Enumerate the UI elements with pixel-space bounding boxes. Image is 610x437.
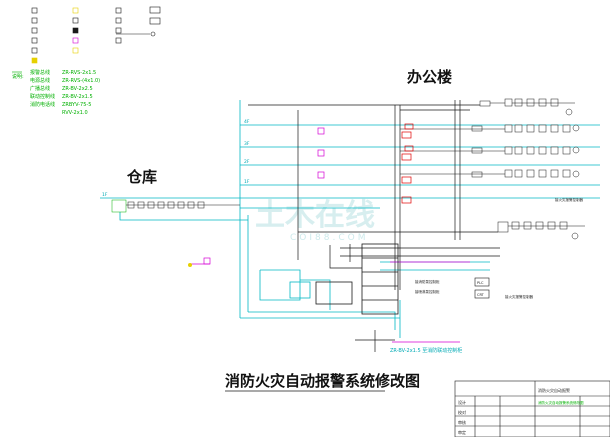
riser-lines bbox=[248, 100, 500, 352]
device-row-4f bbox=[479, 98, 575, 116]
title-block-row: 校对 bbox=[458, 409, 466, 415]
right-panels: PLC CRT bbox=[474, 277, 490, 299]
legend-item-cable: ZR-BV-2x2.5 bbox=[62, 86, 93, 92]
device-row-lower-right bbox=[497, 221, 585, 240]
panel-label: PLC bbox=[477, 281, 484, 285]
title-block-row: 审定 bbox=[458, 429, 466, 435]
device-row-3f bbox=[400, 124, 580, 133]
legend-item-cable: ZR-RVS-2x1.5 bbox=[62, 70, 96, 76]
legend-item-cable: ZR-BV-2x1.5 bbox=[62, 94, 93, 100]
title-block-drawing-name: 消防火灾自动报警系统修改图 bbox=[538, 400, 584, 405]
annotation: 接火灾报警控制器 bbox=[555, 197, 583, 202]
floor-label: 3F bbox=[244, 141, 250, 147]
floor-labels: 4F 3F 2F 1F 1F bbox=[102, 119, 250, 198]
annotation: 接喷淋泵控制柜 bbox=[415, 289, 440, 294]
legend-item-cable: ZRBYV-75-5 bbox=[62, 102, 91, 108]
magenta-modules bbox=[190, 127, 470, 343]
red-modules bbox=[401, 123, 414, 204]
device-row-1f bbox=[400, 169, 580, 178]
legend-item-label: 联动控制线 bbox=[30, 93, 55, 100]
control-cabinet bbox=[289, 243, 399, 315]
warehouse-device-row bbox=[111, 199, 240, 213]
drawing-title: 消防火灾自动报警系统修改图 bbox=[225, 372, 420, 390]
title-block bbox=[454, 380, 610, 437]
legend-item-label: 报警总线 bbox=[30, 69, 50, 76]
floor-label: 1F bbox=[244, 179, 250, 185]
floor-label: 2F bbox=[244, 159, 250, 165]
legend-item-label: 电源总线 bbox=[30, 77, 50, 84]
title-block-heading: 消防火灾自动报警 bbox=[538, 387, 570, 393]
floor-label: 1F bbox=[102, 192, 108, 198]
trunk-annotation: ZR-BV-2x1.5 至消防联动控制柜 bbox=[390, 347, 462, 354]
warehouse-label: 仓库 bbox=[126, 168, 157, 186]
title-block-row: 设计 bbox=[458, 399, 466, 405]
svg-text:土木在线: 土木在线 bbox=[255, 198, 375, 233]
annotation: 接消防泵控制柜 bbox=[415, 279, 440, 284]
floor-label: 4F bbox=[244, 119, 250, 125]
watermark: 土木在线 COI88.COM bbox=[255, 198, 375, 243]
cable-legend: 说明: 报警总线 电源总线 广播总线 联动控制线 消防电话线 ZR-RVS-2x… bbox=[12, 69, 100, 116]
legend-heading: 说明: bbox=[12, 73, 24, 80]
legend-item-label: 广播总线 bbox=[30, 85, 50, 92]
svg-text:COI88.COM: COI88.COM bbox=[290, 233, 368, 243]
legend-item-cable: RVV-2x1.0 bbox=[62, 110, 88, 116]
floor-bus-lines bbox=[100, 100, 600, 338]
title-block-row: 审核 bbox=[458, 419, 466, 425]
annotation: 接火灾报警控制器 bbox=[505, 294, 533, 299]
yellow-indicator bbox=[188, 263, 192, 267]
legend-item-cable: ZR-RVS-(4x1.0) bbox=[62, 78, 100, 84]
symbol-legend bbox=[31, 6, 161, 64]
legend-item-label: 消防电话线 bbox=[30, 101, 55, 108]
device-row-2f bbox=[400, 146, 580, 155]
panel-label: CRT bbox=[477, 293, 485, 297]
office-building-label: 办公楼 bbox=[407, 68, 452, 86]
